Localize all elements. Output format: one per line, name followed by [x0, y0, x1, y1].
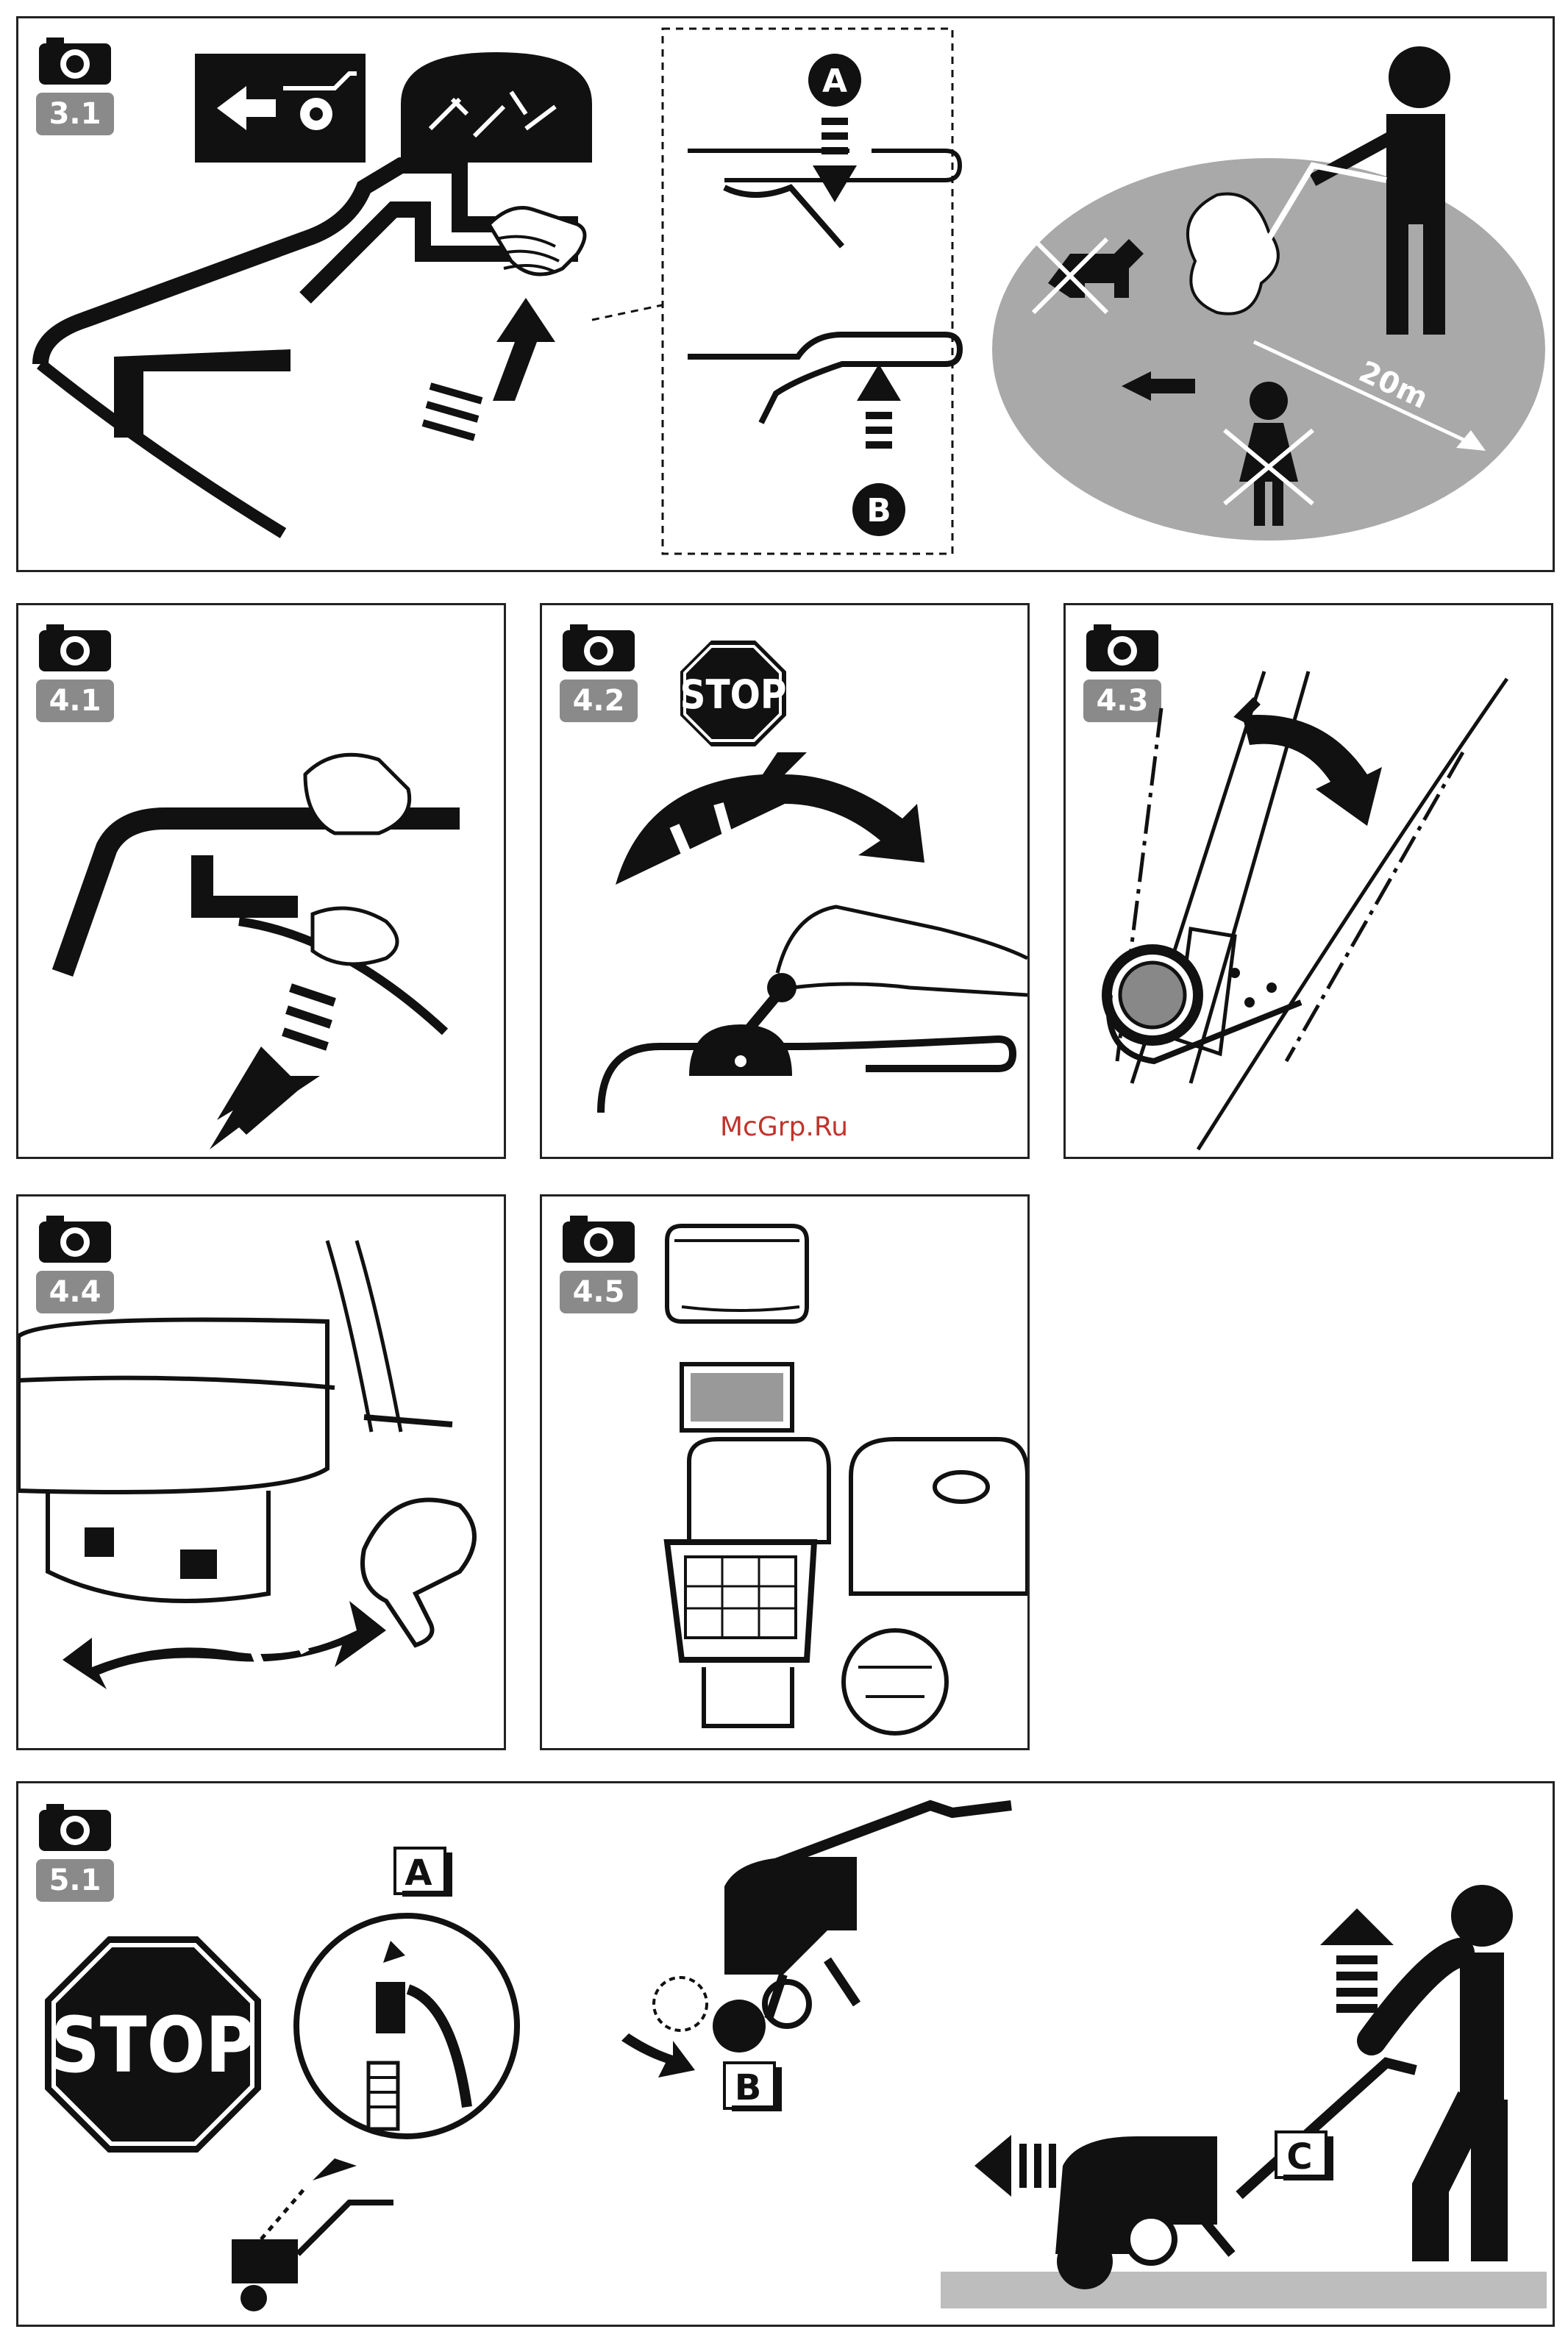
panel-step-4-2: 4.2 STOP — [540, 603, 1030, 1159]
air-filter-illustration — [542, 1197, 1030, 1750]
handle-controls-illustration: A B 20m — [18, 18, 1555, 572]
fuel-valve-illustration — [18, 1197, 506, 1750]
label-c: C — [1286, 2136, 1312, 2178]
spark-plug-icon — [376, 1982, 405, 2033]
child-icon — [1250, 382, 1288, 420]
operator-head — [1389, 46, 1450, 108]
stop-sign-text: STOP — [50, 2000, 255, 2090]
person-icon — [1451, 1885, 1513, 1947]
panel-step-3-1: 3.1 A B — [16, 16, 1555, 572]
watermark: McGrp.Ru — [0, 1112, 1568, 1142]
hand-icon — [777, 907, 1027, 995]
stop-sign-text: STOP — [680, 671, 786, 718]
label-b: B — [735, 2067, 762, 2108]
tiller-icon — [232, 2239, 298, 2283]
label-a: A — [405, 1852, 432, 1894]
stop-sign-icon: STOP — [680, 641, 786, 746]
panel-step-4-5: 4.5 — [540, 1194, 1030, 1750]
panel-step-4-4: 4.4 — [16, 1194, 506, 1750]
label-a: A — [822, 63, 847, 100]
engine-icon — [689, 1439, 829, 1542]
throttle-stop-illustration: STOP — [542, 605, 1030, 1159]
stop-sign-icon: STOP — [45, 1936, 261, 2153]
handle-height-illustration — [1066, 605, 1553, 1159]
transport-illustration: STOP A B — [18, 1783, 1555, 2327]
clutch-release-illustration — [18, 605, 506, 1159]
hand-icon — [305, 755, 410, 833]
panel-step-4-3: 4.3 — [1063, 603, 1553, 1159]
panel-step-5-1: 5.1 STOP A B — [16, 1781, 1555, 2327]
panel-step-4-1: 4.1 — [16, 603, 506, 1159]
engine-icon — [18, 1320, 327, 1493]
label-b: B — [866, 492, 891, 529]
